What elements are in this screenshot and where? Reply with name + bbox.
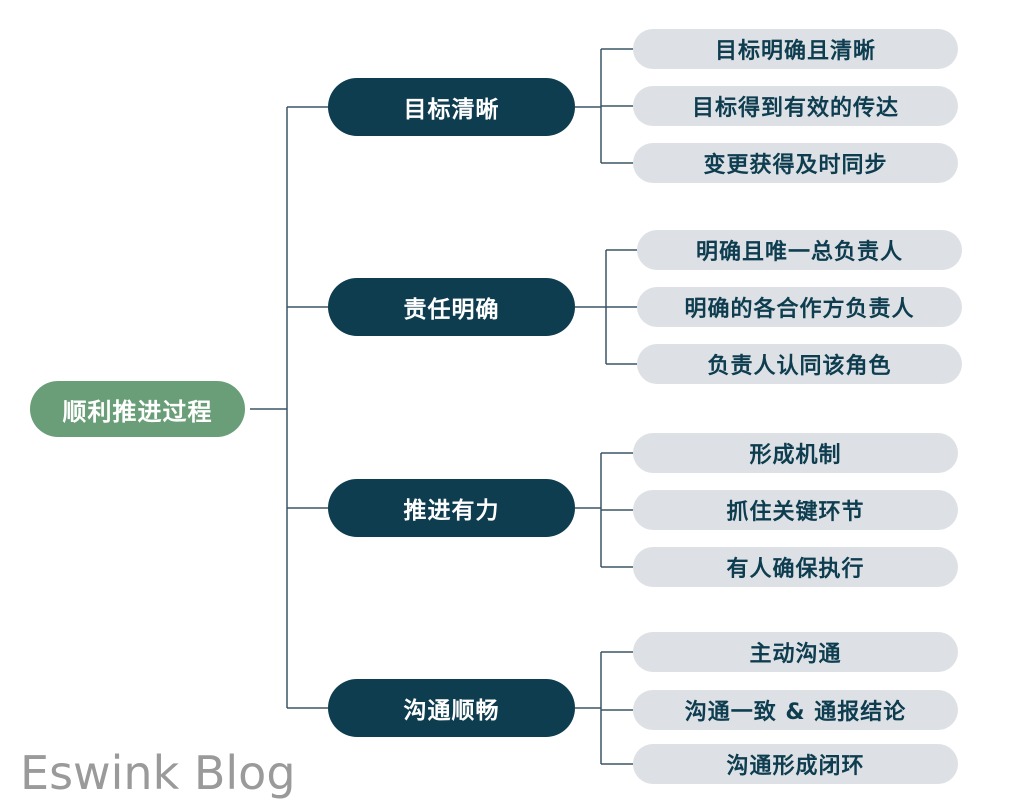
leaf-node[interactable]: 有人确保执行: [633, 547, 958, 587]
branch-label: 沟通顺畅: [403, 698, 500, 724]
branch-label: 责任明确: [403, 297, 500, 323]
leaf-label: 有人确保执行: [726, 557, 865, 582]
leaf-label: 明确的各合作方负责人: [684, 297, 915, 322]
leaf-label: 目标得到有效的传达: [691, 96, 899, 121]
leaf-node[interactable]: 形成机制: [633, 433, 958, 473]
root-node-label: 顺利推进过程: [62, 397, 213, 426]
leaf-node[interactable]: 抓住关键环节: [633, 490, 958, 530]
leaf-label: 变更获得及时同步: [703, 153, 888, 178]
branch-node-responsibility[interactable]: 责任明确: [328, 278, 575, 336]
leaf-node[interactable]: 负责人认同该角色: [637, 344, 962, 384]
leaf-label: 沟通一致 & 通报结论: [684, 700, 907, 725]
leaf-label: 形成机制: [749, 443, 842, 468]
leaf-label: 明确且唯一总负责人: [695, 240, 903, 265]
leaf-label: 主动沟通: [749, 642, 842, 667]
leaf-node[interactable]: 目标得到有效的传达: [633, 86, 958, 126]
leaf-node[interactable]: 变更获得及时同步: [633, 143, 958, 183]
leaf-node[interactable]: 沟通形成闭环: [633, 744, 958, 784]
leaf-node[interactable]: 目标明确且清晰: [633, 29, 958, 69]
branch-node-goal-clarity[interactable]: 目标清晰: [328, 78, 575, 136]
leaf-node[interactable]: 明确的各合作方负责人: [637, 287, 962, 327]
leaf-node[interactable]: 明确且唯一总负责人: [637, 230, 962, 270]
leaf-node[interactable]: 沟通一致 & 通报结论: [633, 690, 958, 730]
branch-node-communication[interactable]: 沟通顺畅: [328, 679, 575, 737]
leaf-label: 目标明确且清晰: [714, 39, 876, 64]
leaf-label: 沟通形成闭环: [726, 754, 865, 779]
root-node[interactable]: 顺利推进过程: [30, 381, 245, 437]
branch-label: 目标清晰: [403, 97, 500, 123]
branch-label: 推进有力: [403, 498, 500, 524]
branch-node-push-forward[interactable]: 推进有力: [328, 479, 575, 537]
leaf-label: 负责人认同该角色: [707, 354, 892, 379]
leaf-node[interactable]: 主动沟通: [633, 632, 958, 672]
leaf-label: 抓住关键环节: [726, 500, 865, 525]
